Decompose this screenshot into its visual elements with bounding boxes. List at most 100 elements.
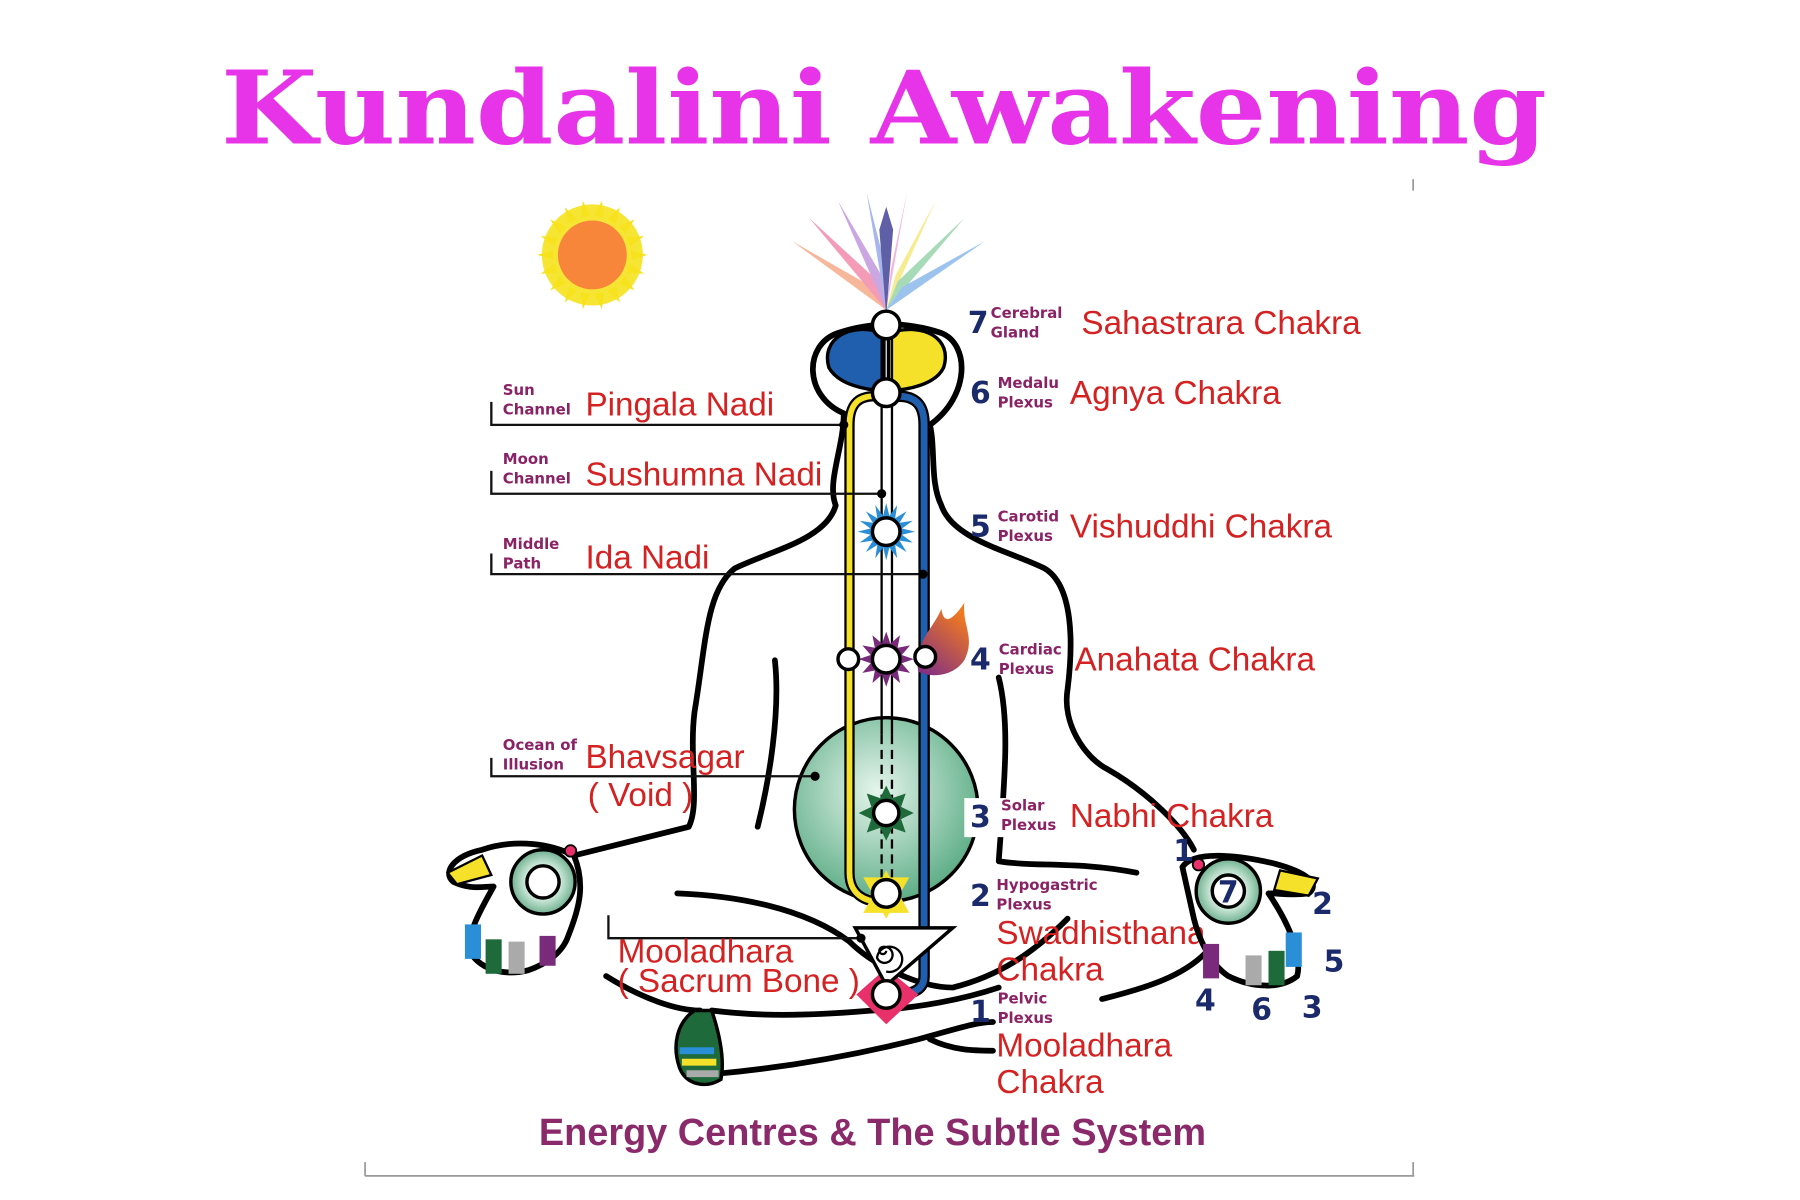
chakra-point bbox=[913, 644, 938, 669]
chakra-small-label: Solar bbox=[1001, 797, 1045, 815]
chakra-small-label: Plexus bbox=[999, 660, 1054, 678]
sun-ray bbox=[631, 250, 648, 260]
chakra-small-label: Cardiac bbox=[999, 641, 1062, 659]
nadi-extra: ( Void ) bbox=[588, 777, 693, 814]
page-title: Kundalini Awakening bbox=[221, 49, 1547, 168]
hand-number: 5 bbox=[1324, 944, 1345, 979]
chakra-name: Nabhi Chakra bbox=[1070, 798, 1274, 835]
sun-ray bbox=[619, 276, 635, 291]
chakra-name: Swadhisthana bbox=[996, 915, 1206, 952]
sun-ray bbox=[607, 207, 620, 224]
chakra-name: Sahastrara Chakra bbox=[1081, 305, 1361, 342]
chakra-point bbox=[870, 309, 902, 341]
chakra-name: Chakra bbox=[996, 952, 1104, 989]
chakra-number: 6 bbox=[970, 376, 991, 411]
chakra-small-label: Plexus bbox=[998, 394, 1053, 412]
chakra-small-label: Plexus bbox=[1001, 816, 1056, 834]
meditating-figure-outline bbox=[571, 321, 1209, 1077]
chakra-label-3: 3 Solar Plexus Nabhi Chakra bbox=[964, 797, 1274, 838]
nadi-small-label: Illusion bbox=[503, 755, 564, 773]
sun-ray bbox=[619, 219, 635, 234]
hand-number: 4 bbox=[1195, 984, 1216, 1019]
chakra-point bbox=[870, 643, 902, 675]
nadi-small-label: Channel bbox=[503, 469, 571, 487]
chakra-label-7: 7 Cerebral Gland Sahastrara Chakra bbox=[968, 304, 1361, 342]
sun-ray bbox=[581, 200, 591, 218]
chakra-point bbox=[870, 978, 902, 1010]
sun-ray bbox=[607, 286, 620, 303]
sun-icon bbox=[537, 200, 648, 310]
right-hand: 7 1 2 5 3 6 4 bbox=[1173, 834, 1344, 1027]
nadi-small-label: Middle bbox=[503, 535, 560, 553]
hand-number: 6 bbox=[1251, 993, 1272, 1028]
chakra-name: Vishuddhi Chakra bbox=[1070, 508, 1333, 545]
chakra-small-label: Medalu bbox=[998, 374, 1059, 392]
nadi-name: Pingala Nadi bbox=[585, 387, 774, 424]
chakra-small-label: Hypogastric bbox=[996, 876, 1097, 894]
chakra-points bbox=[836, 309, 938, 1010]
sun-ray bbox=[581, 292, 591, 310]
nadi-small-label: Channel bbox=[503, 401, 571, 419]
left-hand bbox=[445, 840, 584, 976]
foot bbox=[674, 1008, 724, 1087]
chakra-point bbox=[870, 516, 902, 548]
chakra-number: 7 bbox=[968, 306, 989, 341]
chakra-number: 5 bbox=[970, 509, 991, 544]
sun-ray bbox=[564, 207, 578, 224]
sun-ray bbox=[564, 286, 578, 303]
sun-ray bbox=[594, 200, 604, 218]
chakra-number: 3 bbox=[970, 800, 991, 835]
nadi-name: Bhavsagar bbox=[585, 739, 744, 776]
chakra-number: 1 bbox=[970, 995, 991, 1030]
nadi-small-label: Moon bbox=[503, 450, 549, 468]
chakra-number: 2 bbox=[970, 879, 991, 914]
sun-ray bbox=[537, 250, 554, 260]
chakra-label-6: 6 Medalu Plexus Agnya Chakra bbox=[970, 374, 1281, 412]
sun-ray bbox=[540, 263, 558, 274]
chakra-point bbox=[870, 877, 902, 909]
chakra-label-4: 4 Cardiac Plexus Anahata Chakra bbox=[970, 641, 1315, 679]
chakra-point bbox=[870, 377, 902, 409]
nadi-small-label: Ocean of bbox=[503, 736, 578, 754]
chakra-number: 4 bbox=[970, 642, 991, 677]
hand-number: 7 bbox=[1218, 876, 1239, 911]
chakra-point bbox=[836, 647, 861, 672]
hand-number: 3 bbox=[1302, 990, 1323, 1025]
head-yellow-lobe bbox=[886, 327, 947, 393]
nadi-small-label: Path bbox=[503, 554, 541, 572]
sacrum-name: Mooladhara bbox=[618, 933, 794, 970]
chakra-small-label: Plexus bbox=[996, 895, 1051, 913]
chakra-point bbox=[871, 798, 901, 828]
hand-number: 2 bbox=[1312, 887, 1333, 922]
nadi-name: Ida Nadi bbox=[585, 539, 709, 576]
head-blue-lobe bbox=[825, 327, 886, 393]
sun-ray bbox=[594, 292, 604, 310]
sun-ray bbox=[550, 276, 566, 291]
nadi-label-sushumna: Moon Channel Sushumna Nadi bbox=[503, 450, 822, 494]
chakra-label-1: 1 Pelvic Plexus Mooladhara Chakra bbox=[970, 990, 1173, 1102]
sacrum-note: ( Sacrum Bone ) bbox=[618, 963, 860, 1000]
chakra-small-label: Pelvic bbox=[998, 990, 1048, 1008]
sun-ray bbox=[627, 263, 645, 274]
chakra-small-label: Gland bbox=[991, 324, 1040, 342]
nadi-small-label: Sun bbox=[503, 381, 535, 399]
moon-icon bbox=[1150, 218, 1229, 289]
sun-ray bbox=[540, 236, 558, 247]
chakra-name: Agnya Chakra bbox=[1070, 375, 1281, 412]
chakra-small-label: Plexus bbox=[998, 1009, 1053, 1027]
nadi-label-bhavsagar: Ocean of Illusion Bhavsagar ( Void ) bbox=[503, 736, 745, 814]
chakra-small-label: Plexus bbox=[998, 527, 1053, 545]
sacrum-triangle bbox=[852, 926, 958, 988]
nadi-leader-lines bbox=[490, 401, 928, 943]
hand-number: 1 bbox=[1173, 834, 1194, 869]
nadi-label-pingala: Sun Channel Pingala Nadi bbox=[503, 381, 774, 424]
nadi-name: Sushumna Nadi bbox=[585, 457, 822, 494]
spiral-icon bbox=[875, 945, 904, 974]
chakra-label-5: 5 Carotid Plexus Vishuddhi Chakra bbox=[970, 507, 1332, 545]
chakra-label-2: 2 Hypogastric Plexus Swadhisthana Chakra bbox=[970, 876, 1206, 989]
sun-ray bbox=[550, 219, 566, 234]
chakra-small-label: Carotid bbox=[998, 507, 1059, 525]
lotus-crown-icon bbox=[792, 192, 985, 316]
chakra-name: Mooladhara bbox=[996, 1027, 1172, 1064]
chakra-small-label: Cerebral bbox=[991, 304, 1063, 322]
